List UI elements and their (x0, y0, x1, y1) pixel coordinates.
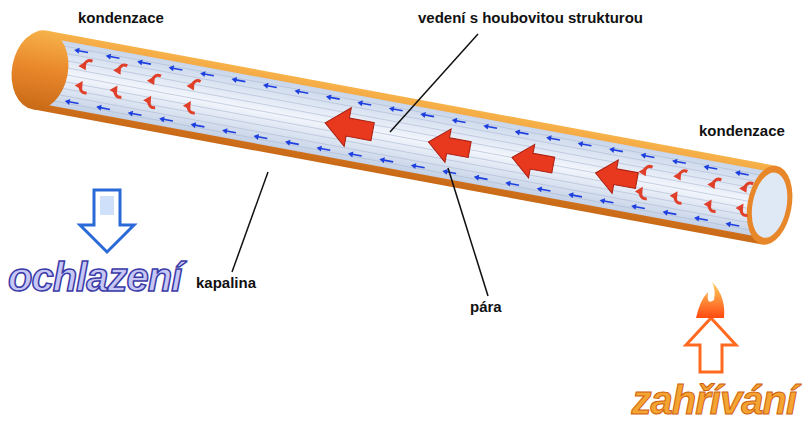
wick-texture (41, 63, 771, 198)
vapor-swirl (143, 94, 153, 104)
liquid-arrow (200, 70, 206, 77)
liquid-arrow (577, 140, 583, 147)
heating-arrow (686, 318, 736, 372)
end-cap (5, 26, 75, 115)
vapor-swirl (182, 100, 192, 110)
vapor-arrow (509, 141, 556, 182)
liquid-arrow (514, 129, 520, 136)
liquid-arrow (105, 53, 111, 60)
liquid-arrow (253, 133, 259, 140)
liquid-arrow (546, 134, 552, 141)
part-label: pára (470, 298, 502, 315)
vapor-swirl (78, 60, 88, 70)
part-label: vedení s houbovitou strukturou (418, 9, 643, 26)
liquid-arrow (316, 145, 322, 152)
liquid-arrow (96, 104, 102, 111)
liquid-arrow (379, 156, 385, 163)
leader-line (390, 34, 478, 132)
vapor-swirl (186, 80, 196, 90)
wick-texture (39, 77, 769, 212)
liquid-arrow (505, 180, 511, 187)
liquid-arrow (284, 139, 290, 146)
cooling-arrow (80, 190, 134, 252)
leader-line (232, 172, 268, 272)
flame (696, 282, 724, 318)
vapor-arrow (425, 125, 472, 166)
liquid-arrow (74, 47, 80, 54)
vapor-swirl (638, 166, 648, 176)
wick-texture (37, 84, 767, 219)
process-label: zahřívání (632, 378, 796, 423)
vapor-arrow (592, 156, 639, 197)
liquid-arrow (159, 116, 165, 123)
vapor-swirl (739, 182, 749, 192)
liquid-arrow (568, 191, 574, 198)
vapor-swirl (74, 80, 84, 90)
vapor-swirl (735, 202, 745, 212)
liquid-arrow (231, 76, 237, 83)
vapor-swirl (146, 75, 156, 85)
liquid-arrow (599, 197, 605, 204)
wick-texture (40, 70, 770, 205)
wick-texture (36, 91, 766, 226)
leader-line (448, 168, 488, 296)
region-label: kondenzace (78, 9, 164, 26)
liquid-arrow (640, 152, 646, 159)
liquid-arrow (662, 209, 668, 216)
vapor-swirl (707, 179, 717, 189)
liquid-arrow (222, 127, 228, 134)
vapor-swirl (109, 84, 119, 94)
heat-pipe (5, 26, 798, 249)
wick-texture (44, 49, 774, 184)
vapor-swirl (703, 198, 713, 208)
liquid-arrow (127, 110, 133, 117)
liquid-arrow (631, 203, 637, 210)
liquid-arrow (734, 169, 740, 176)
liquid-arrow (357, 99, 363, 106)
wick-texture (35, 98, 765, 233)
vapor-arrow (322, 104, 377, 151)
liquid-arrow (725, 221, 731, 228)
region-label: kondenzace (696, 122, 788, 139)
liquid-arrow (536, 186, 542, 193)
cooling-arrow-shade (100, 196, 114, 215)
liquid-arrow (325, 94, 331, 101)
liquid-arrow (609, 146, 615, 153)
process-label: ochlazení (8, 255, 181, 300)
vapor-swirl (113, 64, 123, 74)
liquid-arrow (410, 162, 416, 169)
end-cap (741, 162, 799, 249)
part-label: kapalina (196, 274, 256, 291)
liquid-arrow (64, 98, 70, 105)
liquid-arrow (262, 82, 268, 89)
vapor-swirl (673, 170, 683, 180)
wick-texture (43, 56, 773, 191)
liquid-arrow (137, 59, 143, 66)
liquid-arrow (483, 123, 489, 130)
liquid-arrow (693, 215, 699, 222)
liquid-arrow (347, 151, 353, 158)
liquid-arrow (294, 88, 300, 95)
liquid-arrow (672, 158, 678, 165)
liquid-arrow (190, 121, 196, 128)
liquid-arrow (703, 164, 709, 171)
liquid-arrow (473, 174, 479, 181)
liquid-arrow (388, 105, 394, 112)
liquid-arrow (442, 168, 448, 175)
vapor-swirl (669, 190, 679, 200)
liquid-arrow (168, 64, 174, 71)
liquid-arrow (420, 111, 426, 118)
pipe-opening (747, 170, 792, 241)
liquid-arrow (451, 117, 457, 124)
